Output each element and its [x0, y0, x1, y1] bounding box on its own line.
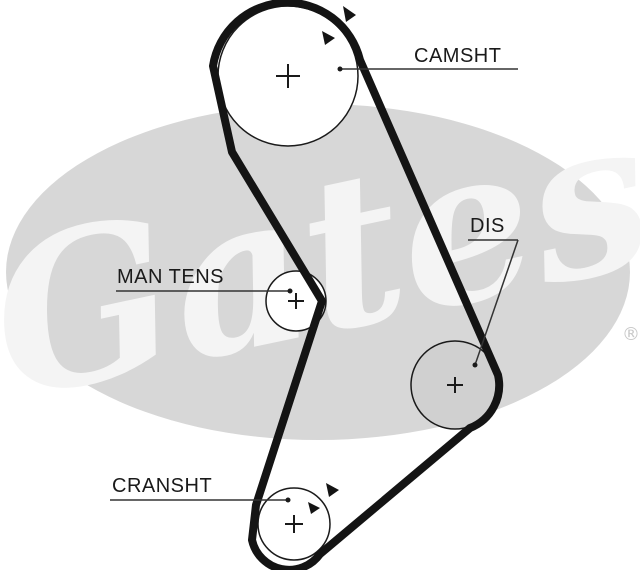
tensioner-leader-dot — [287, 288, 293, 294]
camshaft-leader-dot — [337, 66, 343, 72]
distributor-center-cross-icon — [447, 377, 463, 393]
distributor-leader-dot — [472, 362, 478, 368]
timing-belt — [209, 0, 504, 570]
crankshaft-label: CRANSHT — [112, 475, 212, 497]
camshaft-timing-mark-inner-icon — [322, 31, 335, 45]
crankshaft-pulley — [257, 487, 331, 561]
manual-tensioner-label: MAN TENS — [117, 266, 224, 288]
gates-watermark-logo: Gates ® — [0, 68, 640, 448]
distributor-leader-line-diag — [474, 239, 519, 366]
crankshaft-center-cross-icon — [285, 515, 303, 533]
tensioner-center-cross-icon — [288, 293, 304, 309]
camshaft-label: CAMSHT — [414, 45, 501, 67]
distributor-label: DIS — [470, 215, 505, 237]
crankshaft-leader-dot — [285, 497, 291, 503]
registered-mark: ® — [622, 324, 640, 345]
distributor-pulley — [410, 340, 500, 430]
crankshaft-timing-mark-outer-icon — [326, 483, 339, 497]
crankshaft-timing-mark-inner-icon — [308, 502, 320, 514]
camshaft-timing-mark-outer-icon — [343, 6, 356, 22]
camshaft-center-cross-icon — [276, 64, 300, 88]
